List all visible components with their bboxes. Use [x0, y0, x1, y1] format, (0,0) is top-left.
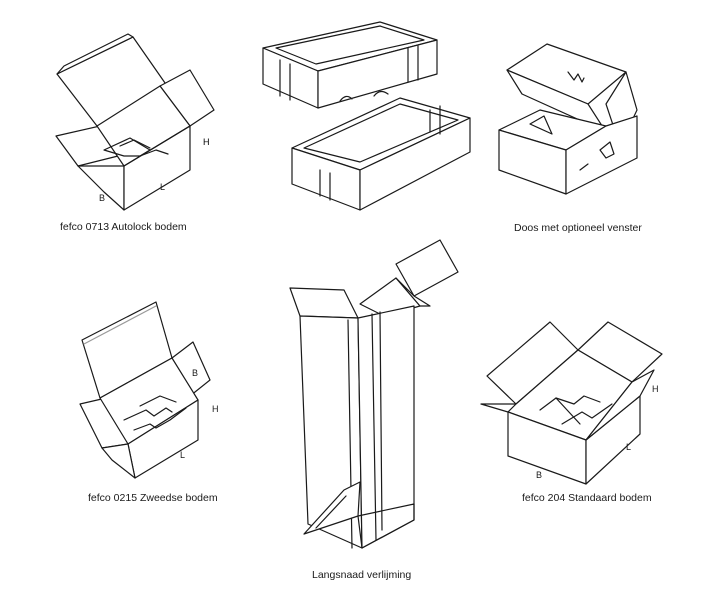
- autolock-box-drawing: [55, 33, 215, 211]
- standaard-b-label: B: [536, 470, 543, 480]
- autolock-l-label: L: [160, 182, 166, 192]
- zweedse-b-label: B: [192, 368, 199, 378]
- zweedse-h-label: H: [212, 404, 219, 414]
- standaard-l-label: L: [626, 442, 632, 452]
- autolock-h-label: H: [203, 137, 210, 147]
- standaard-box-drawing: [480, 321, 663, 485]
- standaard-h-label: H: [652, 384, 659, 394]
- zweedse-l-label: L: [180, 450, 186, 460]
- langsnaad-box-drawing: [289, 239, 459, 549]
- window-box-drawing: [498, 43, 638, 195]
- lid-base-box-drawing: [262, 21, 471, 211]
- autolock-b-label: B: [99, 193, 106, 203]
- caption-autolock: fefco 0713 Autolock bodem: [60, 221, 187, 233]
- caption-standaard: fefco 204 Standaard bodem: [522, 492, 652, 504]
- caption-langsnaad: Langsnaad verlijming: [312, 569, 412, 581]
- zweedse-box-drawing: [79, 301, 211, 479]
- caption-venster: Doos met optioneel venster: [514, 222, 642, 234]
- caption-zweedse: fefco 0215 Zweedse bodem: [88, 492, 218, 504]
